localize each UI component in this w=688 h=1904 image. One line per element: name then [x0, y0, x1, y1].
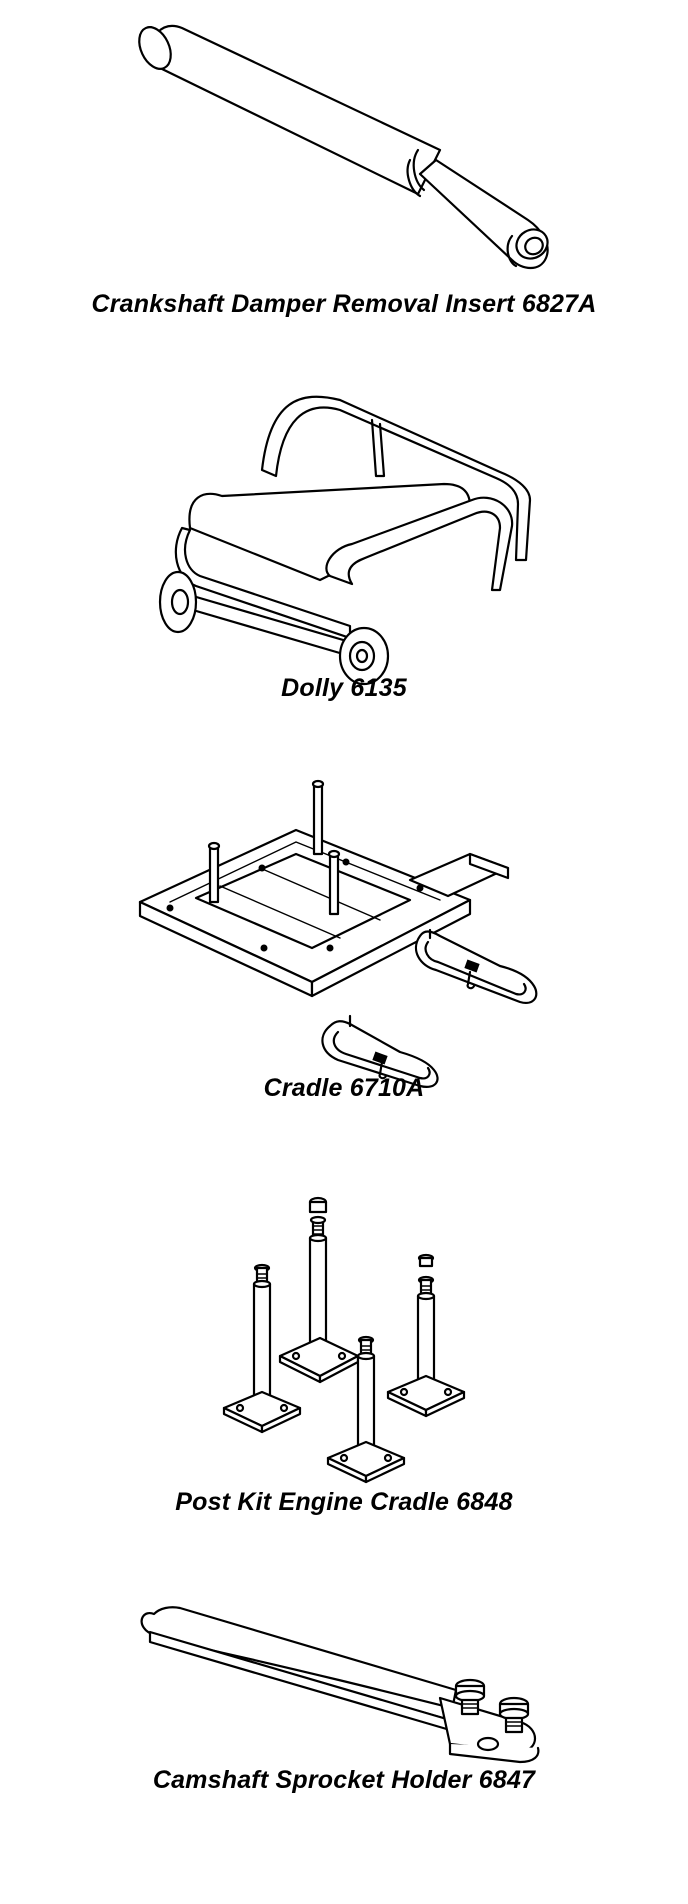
- figure-crankshaft-damper-insert: Crankshaft Damper Removal Insert 6827A: [0, 0, 688, 340]
- post-kit-icon: [222, 1196, 466, 1484]
- figure-dolly: Dolly 6135: [0, 380, 688, 720]
- figure-caption: Post Kit Engine Cradle 6848: [175, 1488, 513, 1516]
- crankshaft-damper-insert-icon: [138, 24, 549, 270]
- camshaft-sprocket-holder-icon: [140, 1606, 540, 1764]
- figure-caption: Crankshaft Damper Removal Insert 6827A: [91, 290, 597, 318]
- figure-caption: Camshaft Sprocket Holder 6847: [152, 1766, 536, 1794]
- figure-caption: Dolly 6135: [281, 674, 407, 702]
- figure-caption: Cradle 6710A: [263, 1074, 425, 1102]
- figure-cradle: Cradle 6710A: [0, 770, 688, 1150]
- cradle-icon: [138, 779, 538, 1088]
- dolly-icon: [158, 395, 532, 686]
- figure-post-kit: Post Kit Engine Cradle 6848: [0, 1180, 688, 1540]
- figure-camshaft-sprocket-holder: Camshaft Sprocket Holder 6847: [0, 1580, 688, 1820]
